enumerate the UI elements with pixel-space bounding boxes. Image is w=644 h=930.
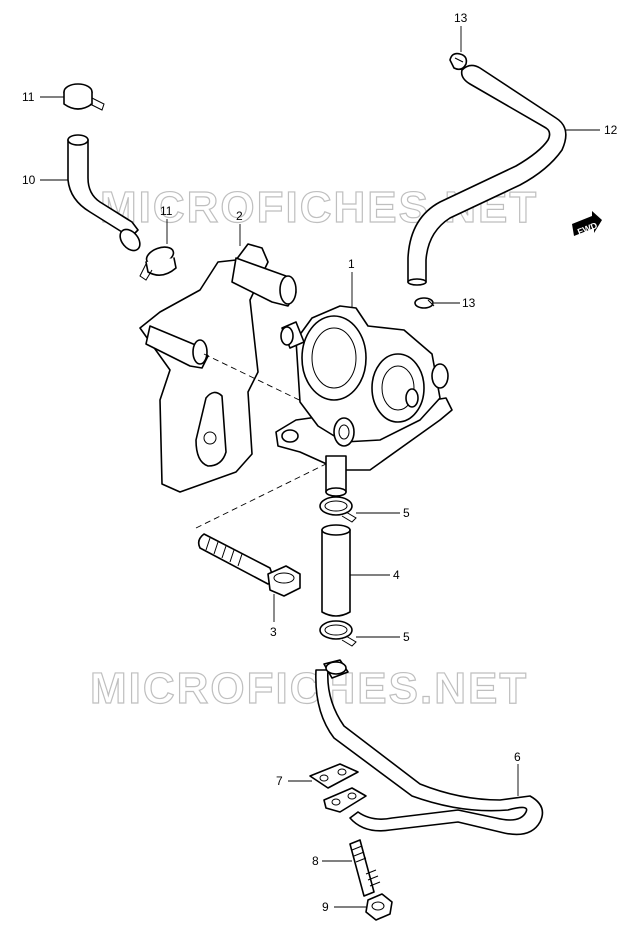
clip-13-bottom — [414, 297, 435, 309]
clamp-11-top — [63, 83, 105, 111]
callout-11-top: 11 — [22, 90, 35, 104]
nut-9 — [365, 893, 393, 921]
hose-4 — [321, 524, 351, 617]
alignment-line-lower — [195, 461, 331, 529]
callout-1: 1 — [348, 257, 355, 271]
alignment-line-upper — [203, 353, 321, 411]
callout-4: 4 — [393, 568, 400, 582]
stud-8 — [349, 839, 381, 897]
clamp-11-middle — [139, 246, 177, 281]
valve-1 — [275, 305, 453, 497]
bracket-2 — [139, 243, 297, 493]
bolt-3 — [197, 533, 301, 597]
callout-8: 8 — [312, 854, 319, 868]
callout-6: 6 — [514, 750, 521, 764]
callout-10: 10 — [22, 173, 36, 187]
callout-2: 2 — [236, 209, 243, 223]
pipe-6 — [315, 659, 544, 836]
callout-12: 12 — [604, 123, 618, 137]
watermark-bottom: MICROFICHES.NET — [90, 664, 528, 713]
clip-5-upper — [319, 496, 357, 523]
gasket-7 — [309, 763, 359, 789]
callout-3: 3 — [270, 625, 277, 639]
hose-12 — [407, 64, 567, 286]
callout-5-lower: 5 — [403, 630, 410, 644]
callout-5-upper: 5 — [403, 506, 410, 520]
callout-13-top: 13 — [454, 11, 468, 25]
clip-5-lower — [319, 620, 357, 647]
callout-9: 9 — [322, 900, 329, 914]
hose-10 — [67, 134, 141, 252]
clip-13-top — [449, 52, 468, 71]
fwd-arrow-icon: FWD — [572, 211, 602, 237]
callout-7: 7 — [276, 774, 283, 788]
callout-13-bottom: 13 — [462, 296, 476, 310]
callout-11-middle: 11 — [160, 204, 173, 218]
